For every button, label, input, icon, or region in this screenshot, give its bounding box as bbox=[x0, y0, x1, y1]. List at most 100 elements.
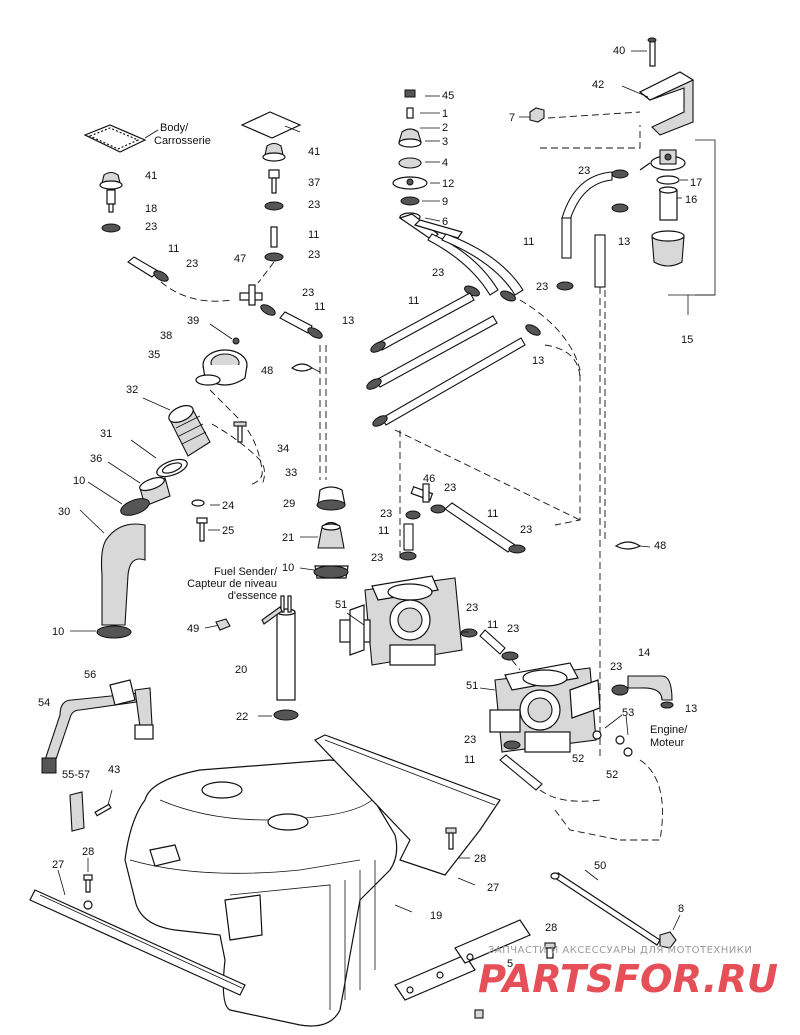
engine-caption-line2: Moteur bbox=[650, 737, 685, 749]
label-11b: 11 bbox=[308, 229, 319, 241]
label-11d: 11 bbox=[314, 301, 325, 313]
bolt-40 bbox=[647, 37, 657, 67]
body-plate-right bbox=[240, 111, 302, 139]
label-11g: 11 bbox=[378, 525, 389, 537]
label-23f: 23 bbox=[145, 221, 157, 233]
label-55-57: 55-57 bbox=[62, 769, 90, 781]
label-20: 20 bbox=[235, 664, 247, 676]
label-11f: 11 bbox=[487, 508, 498, 520]
filler-neck-32 bbox=[168, 405, 211, 457]
fuel-tank-19 bbox=[124, 759, 398, 1027]
engine-hose-14 bbox=[627, 675, 673, 701]
fuel-sender-caption-line2: Capteur de niveau bbox=[187, 578, 277, 590]
label-23g: 23 bbox=[186, 258, 198, 270]
label-33: 33 bbox=[285, 467, 297, 479]
label-4: 4 bbox=[442, 157, 448, 169]
label-11a: 11 bbox=[523, 236, 534, 248]
label-14: 14 bbox=[638, 647, 650, 659]
label-11e: 11 bbox=[408, 295, 419, 307]
screw-34 bbox=[233, 421, 247, 443]
label-41b: 41 bbox=[308, 146, 320, 158]
label-13a: 13 bbox=[618, 236, 630, 248]
strap-bracket-56 bbox=[109, 679, 154, 740]
label-52b: 52 bbox=[606, 769, 618, 781]
label-39: 39 bbox=[187, 315, 199, 327]
label-23n: 23 bbox=[507, 623, 519, 635]
label-16: 16 bbox=[685, 194, 697, 206]
label-30: 30 bbox=[58, 506, 70, 518]
label-32: 32 bbox=[126, 384, 138, 396]
label-8: 8 bbox=[678, 903, 684, 915]
label-23p: 23 bbox=[610, 661, 622, 673]
washers-52-53 bbox=[592, 730, 633, 757]
label-54: 54 bbox=[38, 697, 50, 709]
clamp-48-upper bbox=[290, 363, 321, 373]
label-23e: 23 bbox=[308, 249, 320, 261]
bolt-28-upper bbox=[445, 827, 457, 850]
vent-grommet-right bbox=[262, 142, 286, 262]
label-11i: 11 bbox=[464, 754, 475, 766]
vent-hose-center bbox=[260, 304, 323, 339]
label-48b: 48 bbox=[654, 540, 666, 552]
carburetor-upper bbox=[339, 575, 463, 666]
label-23h: 23 bbox=[302, 287, 314, 299]
label-37: 37 bbox=[308, 177, 320, 189]
label-47: 47 bbox=[234, 253, 246, 265]
label-6: 6 bbox=[442, 216, 448, 228]
label-1: 1 bbox=[442, 108, 448, 120]
label-23d: 23 bbox=[308, 199, 320, 211]
label-23j: 23 bbox=[380, 508, 392, 520]
carburetor-lower bbox=[489, 662, 601, 753]
label-45: 45 bbox=[442, 90, 454, 102]
label-13b: 13 bbox=[342, 315, 354, 327]
label-35: 35 bbox=[148, 349, 160, 361]
fuel-filter-element bbox=[658, 186, 678, 221]
label-23i: 23 bbox=[444, 482, 456, 494]
label-23k: 23 bbox=[520, 524, 532, 536]
label-23o: 23 bbox=[464, 734, 476, 746]
label-34: 34 bbox=[277, 443, 289, 455]
label-51a: 51 bbox=[335, 599, 347, 611]
vent-grommet-left bbox=[99, 171, 123, 233]
drain-rod-50 bbox=[550, 872, 661, 946]
sender-boot-29 bbox=[316, 486, 346, 511]
label-41a: 41 bbox=[145, 170, 157, 182]
label-11h: 11 bbox=[487, 619, 498, 631]
label-7: 7 bbox=[509, 112, 515, 124]
tee-fitting-46 bbox=[410, 483, 434, 503]
watermark-tagline: ЗАПЧАСТИ И АКСЕССУАРЫ ДЛЯ МОТОТЕХНИКИ bbox=[488, 945, 752, 956]
label-10c: 10 bbox=[52, 626, 64, 638]
fuel-sender-unit-20 bbox=[261, 595, 296, 701]
engine-caption-line1: Engine/ bbox=[650, 724, 688, 736]
label-31: 31 bbox=[100, 428, 112, 440]
label-42: 42 bbox=[592, 79, 604, 91]
label-28a: 28 bbox=[82, 846, 94, 858]
label-23l: 23 bbox=[371, 552, 383, 564]
label-48a: 48 bbox=[261, 365, 273, 377]
fuel-hose-upper-c bbox=[381, 337, 526, 426]
tee-fitting-47 bbox=[239, 284, 263, 306]
strap-clip-55-57 bbox=[69, 791, 85, 832]
label-28b: 28 bbox=[474, 853, 486, 865]
body-caption-line1: Body/ bbox=[160, 122, 189, 134]
label-23b: 23 bbox=[536, 281, 548, 293]
fuel-filter-head bbox=[639, 149, 686, 171]
label-19: 19 bbox=[430, 910, 442, 922]
label-5: 5 bbox=[507, 958, 513, 970]
label-38: 38 bbox=[160, 330, 172, 342]
label-10a: 10 bbox=[73, 475, 85, 487]
sender-grommet-21 bbox=[317, 521, 345, 549]
sender-clamp-10 bbox=[313, 565, 349, 579]
fuel-hose-upper-b bbox=[375, 315, 498, 388]
label-49: 49 bbox=[187, 623, 199, 635]
label-25: 25 bbox=[222, 525, 234, 537]
label-52a: 52 bbox=[572, 753, 584, 765]
label-17: 17 bbox=[690, 177, 702, 189]
vent-hose-left bbox=[127, 256, 169, 282]
rivet-25 bbox=[196, 517, 208, 542]
label-28c: 28 bbox=[545, 922, 557, 934]
label-21: 21 bbox=[282, 532, 294, 544]
part-number-labels: 40 42 7 45 1 2 3 4 12 9 6 17 16 15 23 11… bbox=[38, 45, 702, 970]
label-27b: 27 bbox=[487, 882, 499, 894]
